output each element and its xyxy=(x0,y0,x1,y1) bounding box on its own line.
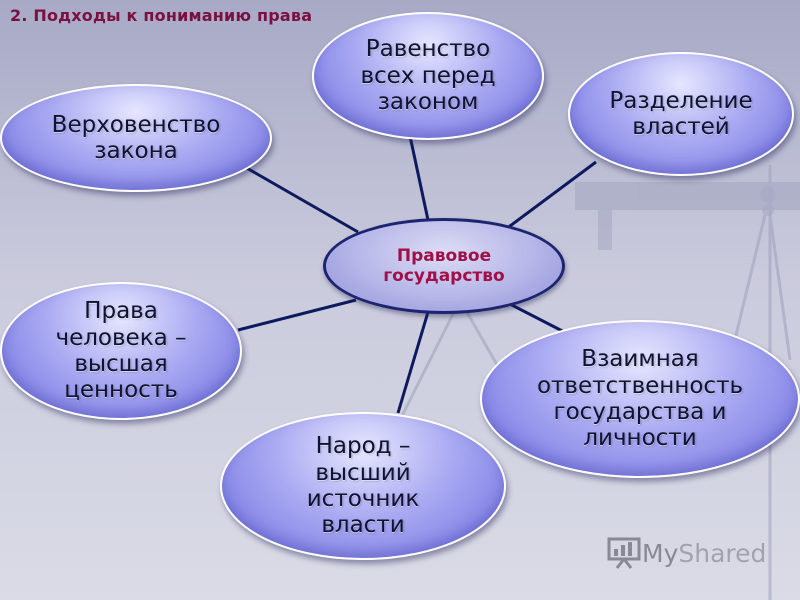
node-mutual-responsibility: Взаимная ответственность государства и л… xyxy=(480,320,800,478)
node-people-source-of-power-label: Народ – высший источник власти xyxy=(306,433,420,539)
connector-human-rights xyxy=(237,298,357,332)
node-human-rights: Права человека – высшая ценность xyxy=(0,282,242,420)
node-supremacy-of-law: Верховенство закона xyxy=(0,84,272,192)
node-human-rights-label: Права человека – высшая ценность xyxy=(55,298,187,404)
watermark-brand-shared: Shared xyxy=(678,538,767,568)
connector-people xyxy=(396,311,430,414)
connector-separation xyxy=(501,160,597,234)
node-separation-of-powers-label: Разделение властей xyxy=(609,87,753,140)
center-node-rule-of-law-state: Правовое государство xyxy=(323,218,565,314)
node-equality-before-law-label: Равенство всех перед законом xyxy=(360,36,496,116)
connector-equality xyxy=(408,135,430,221)
slide-title: 2. Подходы к пониманию права xyxy=(10,6,313,25)
center-node-label: Правовое государство xyxy=(383,245,505,286)
connector-supremacy xyxy=(237,161,359,234)
node-separation-of-powers: Разделение властей xyxy=(568,52,794,176)
node-mutual-responsibility-label: Взаимная ответственность государства и л… xyxy=(536,346,744,452)
watermark-brand-my: My xyxy=(642,538,679,568)
node-supremacy-of-law-label: Верховенство закона xyxy=(51,111,221,164)
presentation-icon xyxy=(607,537,641,569)
node-equality-before-law: Равенство всех перед законом xyxy=(312,12,544,140)
node-people-source-of-power: Народ – высший источник власти xyxy=(220,412,506,560)
